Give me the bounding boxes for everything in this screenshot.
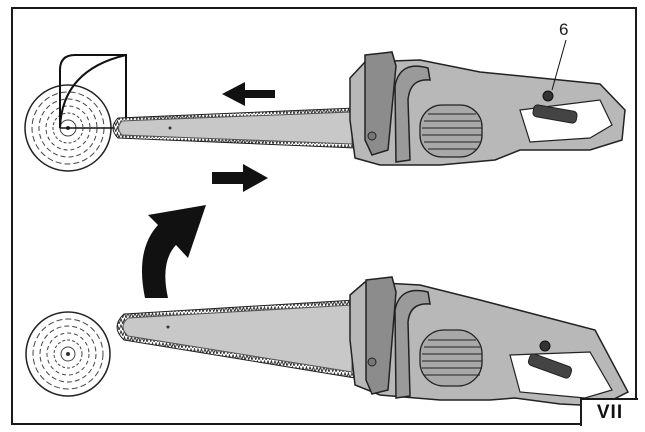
figure-id-badge: VII bbox=[580, 398, 638, 426]
callout-leader-6 bbox=[551, 39, 567, 91]
chainsaw-bottom bbox=[116, 276, 630, 407]
chainsaw-body-top bbox=[349, 51, 626, 166]
log-cross-section-bottom bbox=[25, 311, 111, 397]
lock-button-6 bbox=[542, 90, 554, 102]
direction-arrow-right bbox=[212, 164, 268, 192]
chainsaw-top bbox=[112, 39, 626, 166]
guide-bar-bottom bbox=[116, 299, 356, 379]
direction-arrow-left bbox=[222, 82, 275, 106]
figure-frame bbox=[11, 7, 637, 425]
curved-motion-arrow bbox=[141, 205, 206, 298]
callout-number-6: 6 bbox=[559, 20, 569, 39]
guide-bar-top bbox=[112, 107, 356, 149]
chainsaw-body-bottom bbox=[349, 276, 630, 407]
